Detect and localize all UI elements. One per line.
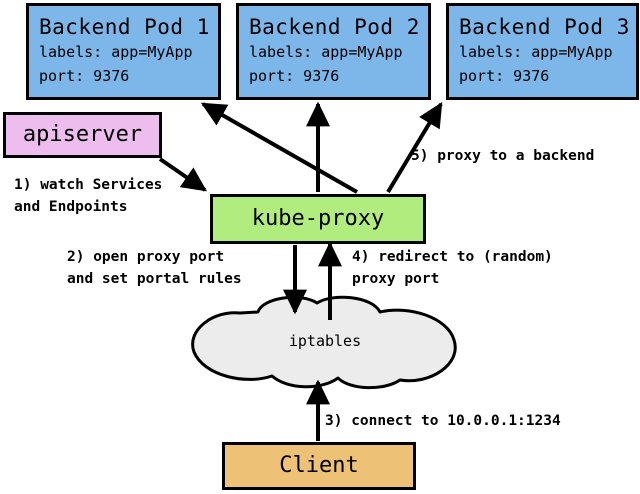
client-label: Client: [279, 453, 359, 478]
backend-pod-3-title: Backend Pod 3: [459, 14, 630, 39]
step-3-line-1: 3) connect to 10.0.0.1:1234: [325, 413, 561, 429]
step-2-line-2: and set portal rules: [67, 271, 242, 287]
arrow-kubeproxy-to-pod1: [200, 102, 358, 194]
step-2-annotation: 2) open proxy port and set portal rules: [67, 246, 242, 290]
step-1-annotation: 1) watch Services and Endpoints: [14, 174, 162, 218]
iptables-cloud-shape: [191, 295, 457, 390]
backend-pod-1-port: port: 9376: [39, 66, 130, 85]
backend-pod-2-labels: labels: app=MyApp: [249, 42, 403, 61]
arrow-kubeproxy-to-pod3: [386, 101, 443, 194]
backend-pod-1-title: Backend Pod 1: [39, 14, 210, 39]
backend-pod-3-port: port: 9376: [459, 66, 550, 85]
step-2-line-1: 2) open proxy port: [67, 249, 225, 265]
iptables-label: iptables: [288, 332, 362, 350]
step-3-annotation: 3) connect to 10.0.0.1:1234: [325, 410, 561, 432]
kube-proxy-label: kube-proxy: [251, 206, 385, 231]
step-1-line-1: 1) watch Services: [14, 177, 163, 193]
apiserver-node[interactable]: apiserver: [3, 112, 162, 158]
step-4-line-2: proxy port: [352, 271, 440, 287]
backend-pod-3-node[interactable]: Backend Pod 3 labels: app=MyApp port: 93…: [446, 3, 639, 100]
client-node[interactable]: Client: [222, 442, 416, 490]
step-1-line-2: and Endpoints: [14, 199, 128, 215]
arrow-apiserver-to-kubeproxy: [158, 157, 207, 192]
apiserver-label: apiserver: [22, 122, 143, 147]
kube-proxy-node[interactable]: kube-proxy: [210, 194, 426, 244]
backend-pod-2-port: port: 9376: [249, 66, 340, 85]
backend-pod-3-labels: labels: app=MyApp: [459, 42, 613, 61]
step-4-annotation: 4) redirect to (random) proxy port: [352, 246, 553, 290]
step-4-line-1: 4) redirect to (random): [352, 249, 553, 265]
step-5-annotation: 5) proxy to a backend: [411, 145, 594, 167]
step-5-line-1: 5) proxy to a backend: [411, 148, 595, 164]
backend-pod-1-node[interactable]: Backend Pod 1 labels: app=MyApp port: 93…: [26, 3, 221, 100]
backend-pod-2-title: Backend Pod 2: [249, 14, 420, 39]
backend-pod-1-labels: labels: app=MyApp: [39, 42, 193, 61]
backend-pod-2-node[interactable]: Backend Pod 2 labels: app=MyApp port: 93…: [236, 3, 431, 100]
